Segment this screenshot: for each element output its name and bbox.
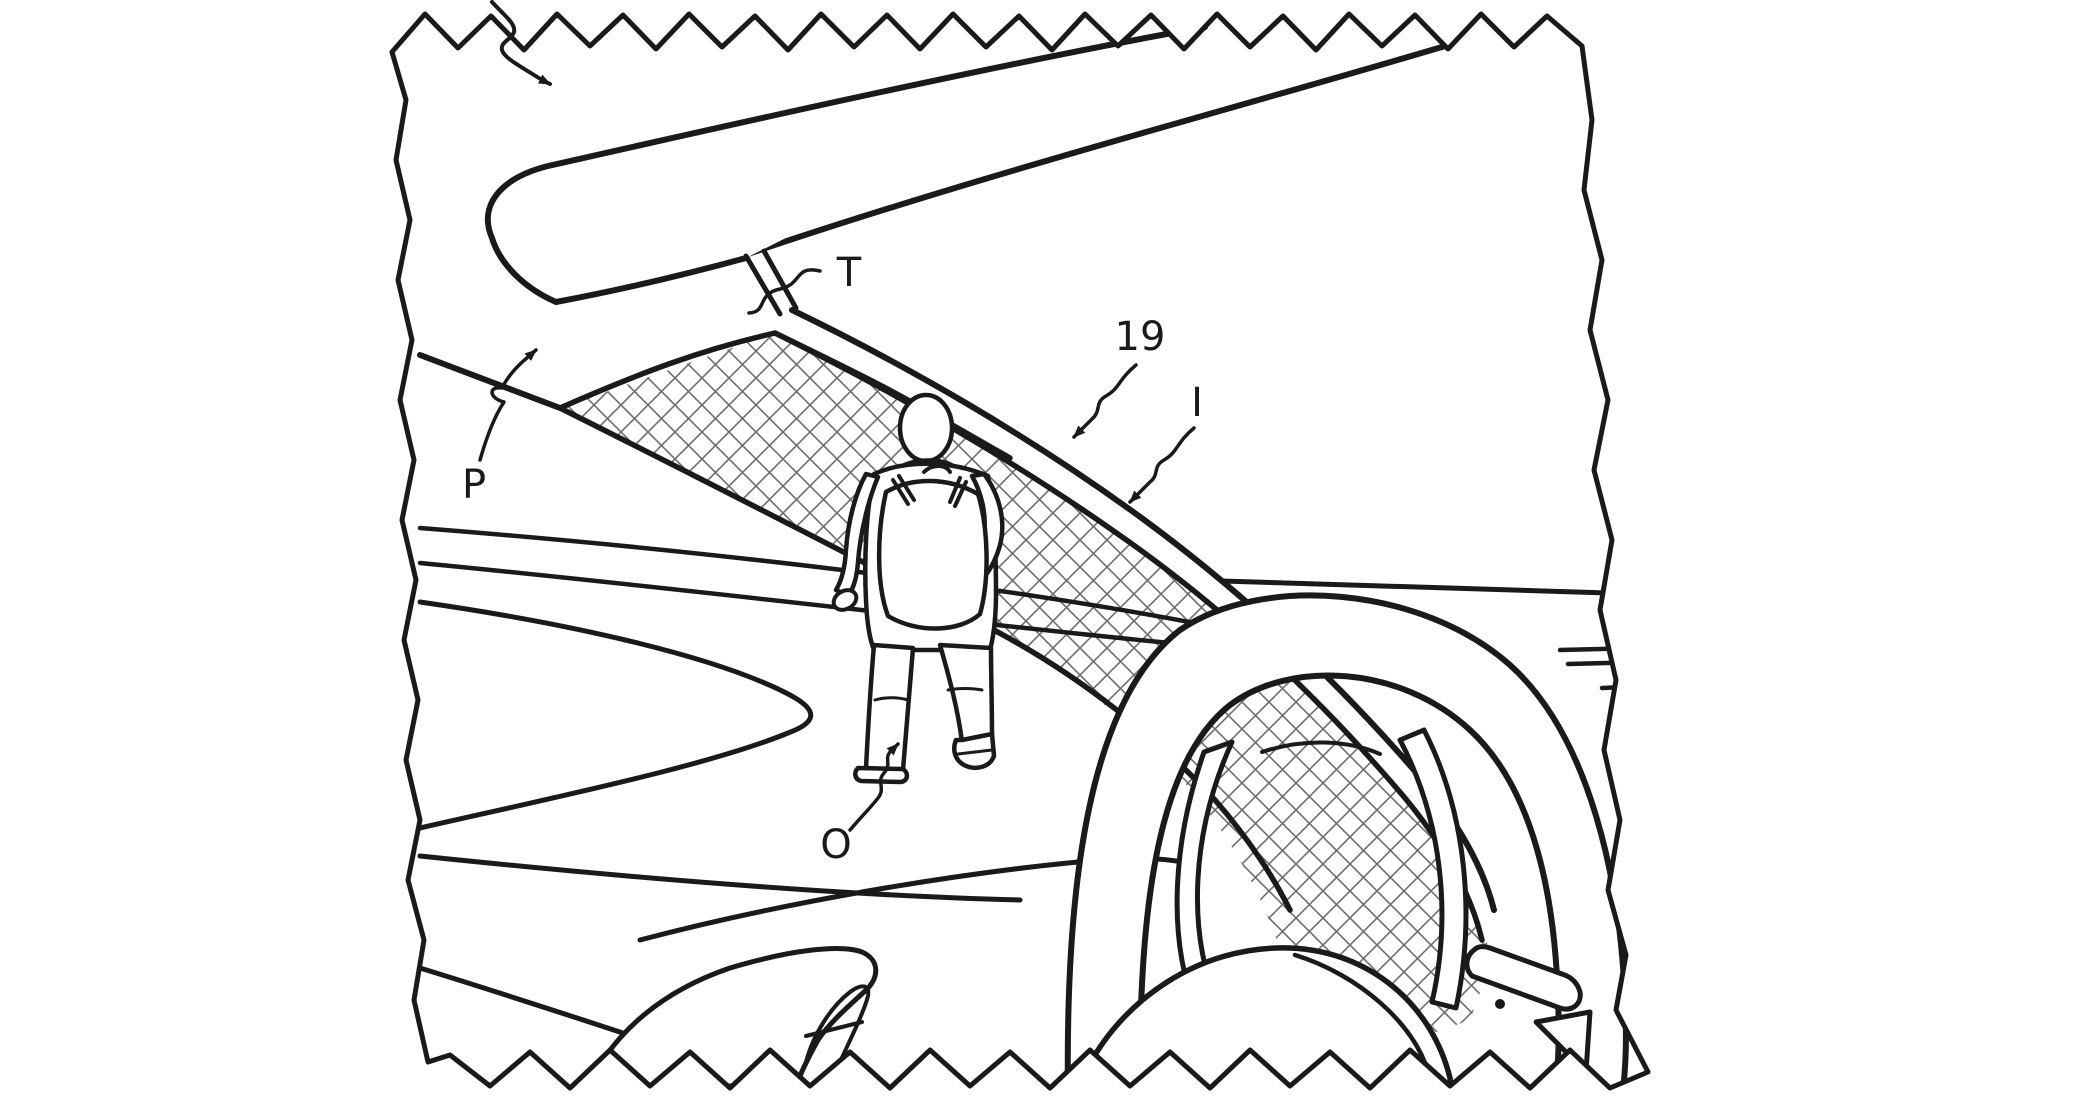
figure-pointer-arrow: [490, 0, 552, 86]
label-p-leader-arrow: [478, 348, 538, 462]
torn-edge-border: [389, 11, 1651, 1091]
door-beltline-lower: [417, 560, 1173, 646]
label-i: I: [1191, 380, 1203, 426]
pillar-display-crosshatch: [560, 333, 1492, 1045]
door-handle-cross-line: [804, 1020, 864, 1038]
door-handle-outline: [585, 946, 879, 1088]
label-t-leader-line: [747, 268, 822, 315]
stalk-pivot-dot: [1495, 999, 1505, 1009]
windshield-base-line: [1219, 578, 1645, 597]
right-cowl-lines: [1557, 645, 1647, 691]
label-t: T: [836, 250, 862, 296]
label-i-leader-arrow: [1128, 426, 1196, 504]
pedestrian-clothing-creases: [873, 687, 994, 756]
turn-signal-stalk: [1464, 944, 1583, 1012]
sun-visor: [484, 24, 1208, 305]
pedestrian: [831, 392, 1005, 785]
backpack-straps: [891, 464, 968, 508]
steering-wheel-right-spoke: [1397, 727, 1469, 1011]
figure-artwork: T 19 I P O: [417, 24, 1647, 1088]
pedestrian-backpack: [876, 478, 989, 631]
door-armrest-line: [417, 853, 1023, 903]
roof-header-line: [742, 41, 1455, 258]
side-mirror-sail-outline: [417, 599, 814, 831]
pedestrian-head: [897, 392, 955, 464]
pillar-display-bottom-edge: [557, 405, 1293, 913]
pedestrian-collar-line: [900, 458, 956, 468]
windshield-side-edge-line: [417, 352, 563, 411]
label-p: P: [462, 462, 486, 508]
pedestrian-right-leg: [937, 642, 995, 745]
label-o: O: [820, 822, 851, 868]
label-19: 19: [1115, 314, 1166, 360]
reference-annotations: T 19 I P O: [462, 250, 1203, 868]
label-19-leader-arrow: [1072, 363, 1138, 439]
instrument-hood-inner-line: [1292, 952, 1431, 1075]
label-o-leader-arrow: [848, 742, 900, 832]
pedestrian-left-hand: [831, 588, 859, 612]
visor-pillar-connector-lines: [743, 248, 799, 317]
steering-wheel-top-spoke-line: [1260, 740, 1382, 756]
